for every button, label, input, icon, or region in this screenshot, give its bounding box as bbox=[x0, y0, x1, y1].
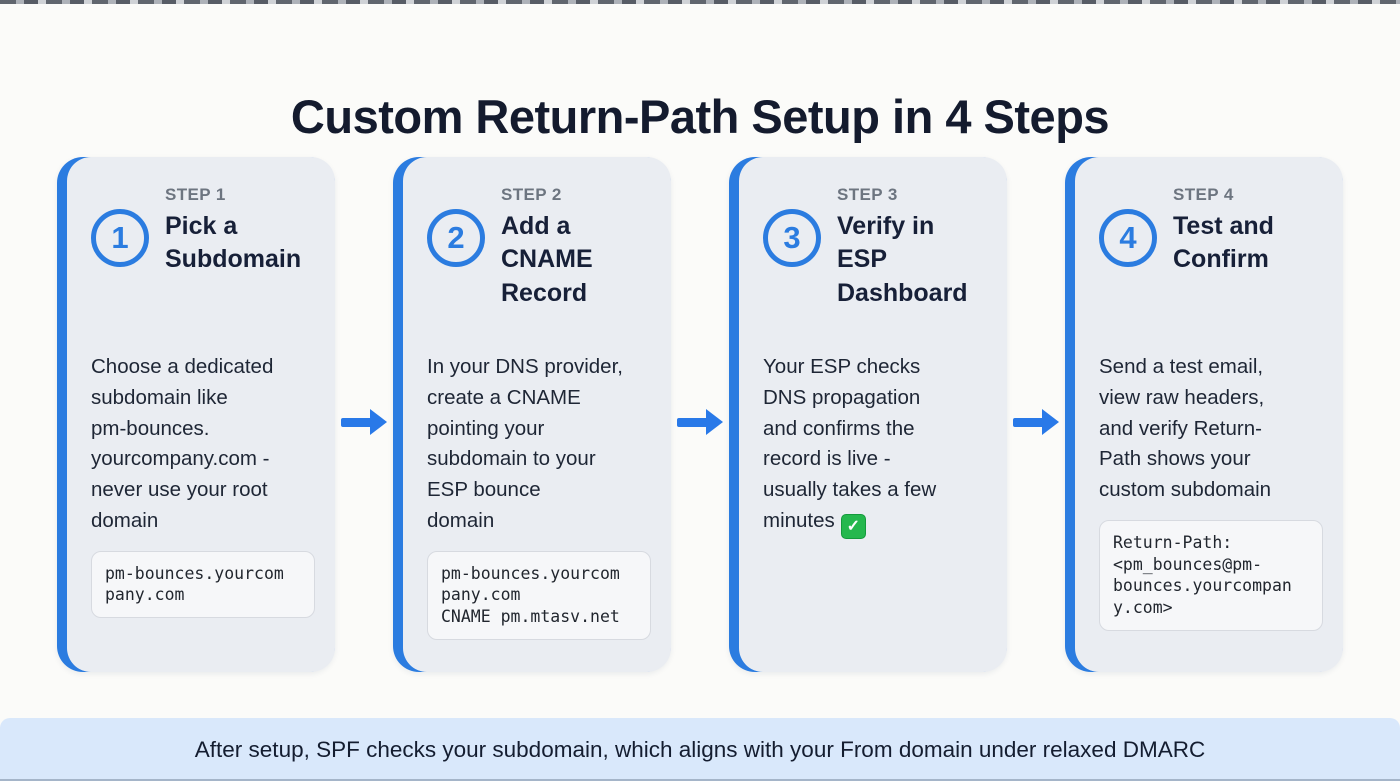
green-check-icon: ✓ bbox=[840, 514, 866, 540]
step-3-label: STEP 3 bbox=[837, 185, 898, 204]
step-1-header: 1 STEP 1 Pick a Subdomain bbox=[91, 185, 315, 352]
step-2-title: Add a CNAME Record bbox=[501, 212, 593, 307]
step-2-meta: STEP 2 Add a CNAME Record bbox=[501, 185, 593, 352]
right-arrow-icon bbox=[1013, 409, 1059, 435]
step-1-description: Choose a dedicated subdomain like pm-bou… bbox=[91, 355, 274, 532]
step-card-2-content: 2 STEP 2 Add a CNAME Record In your DNS … bbox=[403, 157, 671, 672]
bottom-edge-artifact bbox=[0, 779, 1400, 781]
step-4-number-icon: 4 bbox=[1099, 209, 1157, 267]
step-2-code-chip: pm-bounces.yourcom pany.com CNAME pm.mta… bbox=[427, 550, 651, 640]
arrow-cell-1 bbox=[335, 157, 393, 435]
step-card-3: 3 STEP 3 Verify in ESP Dashboard Your ES… bbox=[729, 157, 1007, 672]
arrow-cell-3 bbox=[1007, 157, 1065, 435]
step-3-meta: STEP 3 Verify in ESP Dashboard bbox=[837, 185, 968, 352]
step-3-description: Your ESP checks DNS propagation and conf… bbox=[763, 352, 987, 540]
right-arrow-icon bbox=[341, 409, 387, 435]
step-1-label: STEP 1 bbox=[165, 185, 226, 204]
step-2-description: In your DNS provider, create a CNAME poi… bbox=[427, 355, 623, 532]
steps-row: 1 STEP 1 Pick a Subdomain Choose a dedic… bbox=[0, 157, 1400, 672]
step-3-number-icon: 3 bbox=[763, 209, 821, 267]
step-card-4-content: 4 STEP 4 Test and Confirm Send a test em… bbox=[1075, 157, 1343, 672]
step-1-title: Pick a Subdomain bbox=[165, 212, 302, 274]
step-card-1: 1 STEP 1 Pick a Subdomain Choose a dedic… bbox=[57, 157, 335, 672]
top-edge-artifact bbox=[0, 0, 1400, 4]
step-1-meta: STEP 1 Pick a Subdomain bbox=[165, 185, 301, 352]
step-4-header: 4 STEP 4 Test and Confirm bbox=[1099, 185, 1323, 352]
step-card-4: 4 STEP 4 Test and Confirm Send a test em… bbox=[1065, 157, 1343, 672]
right-arrow-icon bbox=[677, 409, 723, 435]
step-3-description-text: Your ESP checks DNS propagation and conf… bbox=[763, 355, 937, 532]
step-1-code-chip: pm-bounces.yourcom pany.com bbox=[91, 550, 315, 619]
step-3-header: 3 STEP 3 Verify in ESP Dashboard bbox=[763, 185, 987, 352]
step-4-title: Test and Confirm bbox=[1173, 212, 1274, 274]
step-1-number-icon: 1 bbox=[91, 209, 149, 267]
step-2-label: STEP 2 bbox=[501, 185, 562, 204]
page-title: Custom Return-Path Setup in 4 Steps bbox=[290, 90, 1110, 144]
step-4-description: Send a test email, view raw headers, and… bbox=[1099, 355, 1272, 501]
step-4-meta: STEP 4 Test and Confirm bbox=[1173, 185, 1274, 352]
step-card-3-content: 3 STEP 3 Verify in ESP Dashboard Your ES… bbox=[739, 157, 1007, 672]
footer-note-bar: After setup, SPF checks your subdomain, … bbox=[0, 718, 1400, 781]
arrow-cell-2 bbox=[671, 157, 729, 435]
step-4-label: STEP 4 bbox=[1173, 185, 1234, 204]
step-4-code-chip: Return-Path: <pm_bounces@pm- bounces.you… bbox=[1099, 519, 1323, 631]
step-card-2: 2 STEP 2 Add a CNAME Record In your DNS … bbox=[393, 157, 671, 672]
step-2-header: 2 STEP 2 Add a CNAME Record bbox=[427, 185, 651, 352]
step-card-1-content: 1 STEP 1 Pick a Subdomain Choose a dedic… bbox=[67, 157, 335, 672]
footer-note-text: After setup, SPF checks your subdomain, … bbox=[194, 736, 1206, 762]
step-3-title: Verify in ESP Dashboard bbox=[837, 212, 968, 307]
step-2-number-icon: 2 bbox=[427, 209, 485, 267]
